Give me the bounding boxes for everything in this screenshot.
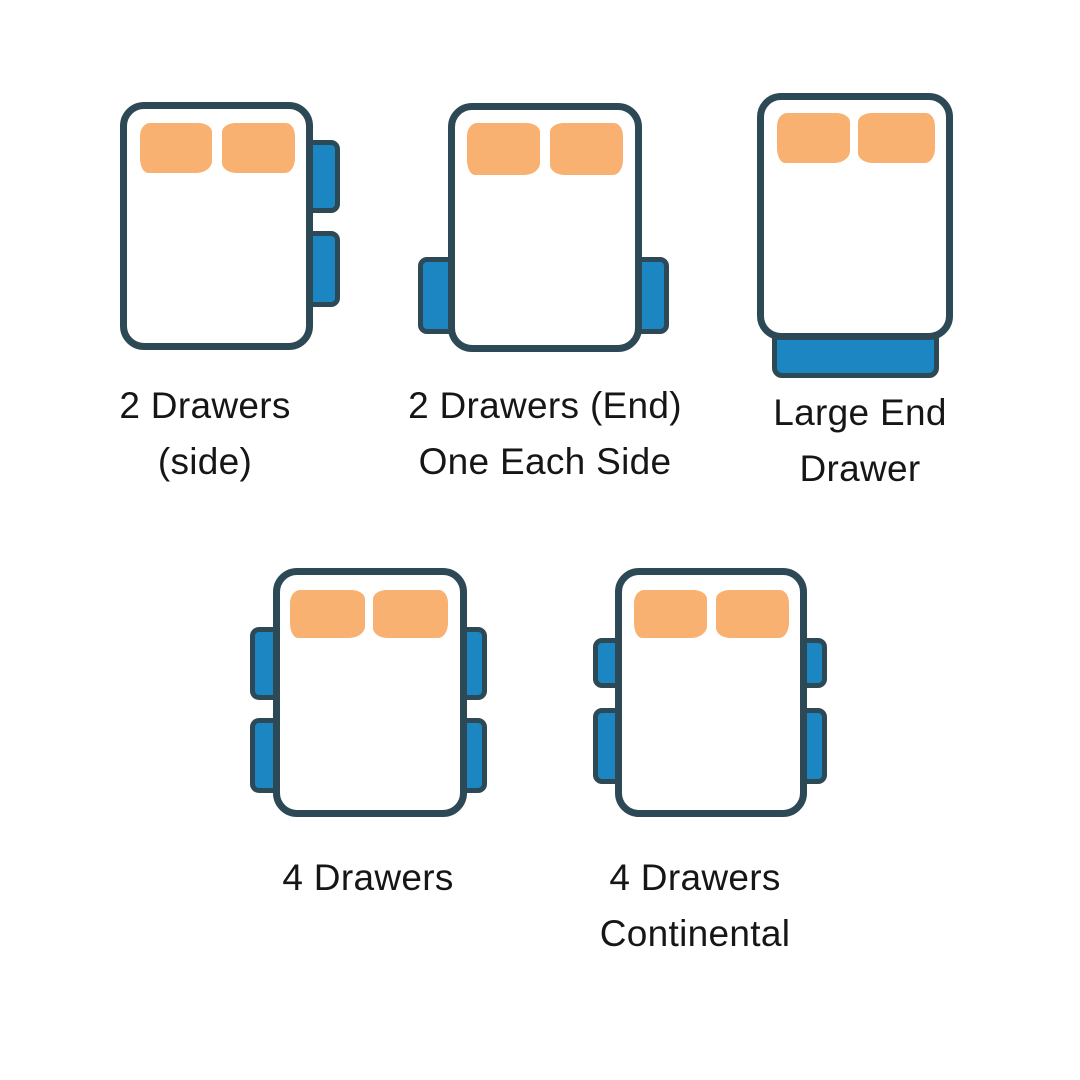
figure-label: 4 Drawers <box>218 850 518 906</box>
figure-label-line-2: Continental <box>599 913 791 954</box>
figure-label: Large End Drawer <box>705 385 1015 497</box>
bed-top-view <box>615 568 807 817</box>
figure-label-line-2: (side) <box>157 441 253 482</box>
pillow-left <box>290 590 365 638</box>
pillow-right <box>858 113 935 163</box>
figure-label-line-1: 2 Drawers <box>119 385 291 426</box>
pillow-right <box>373 590 448 638</box>
pillow-right <box>222 123 295 173</box>
figure-label-line-1: 4 Drawers <box>282 857 454 898</box>
pillow-right <box>550 123 623 175</box>
figure-label-line-1: 2 Drawers (End) <box>408 385 682 426</box>
pillow-left <box>140 123 212 173</box>
pillow-right <box>716 590 789 638</box>
figure-label-line-1: Large End <box>773 392 947 433</box>
pillow-left <box>634 590 707 638</box>
bed-top-view <box>120 102 313 350</box>
figure-label: 2 Drawers (End) One Each Side <box>395 378 695 490</box>
pillow-left <box>467 123 540 175</box>
bed-top-view <box>448 103 642 352</box>
figure-label-line-2: One Each Side <box>418 441 672 482</box>
figure-label-line-2: Drawer <box>799 448 921 489</box>
figure-label-line-1: 4 Drawers <box>609 857 781 898</box>
pillow-left <box>777 113 850 163</box>
figure-label: 2 Drawers (side) <box>55 378 355 490</box>
figure-label: 4 Drawers Continental <box>545 850 845 962</box>
bed-top-view <box>757 93 953 340</box>
bed-top-view <box>273 568 467 817</box>
